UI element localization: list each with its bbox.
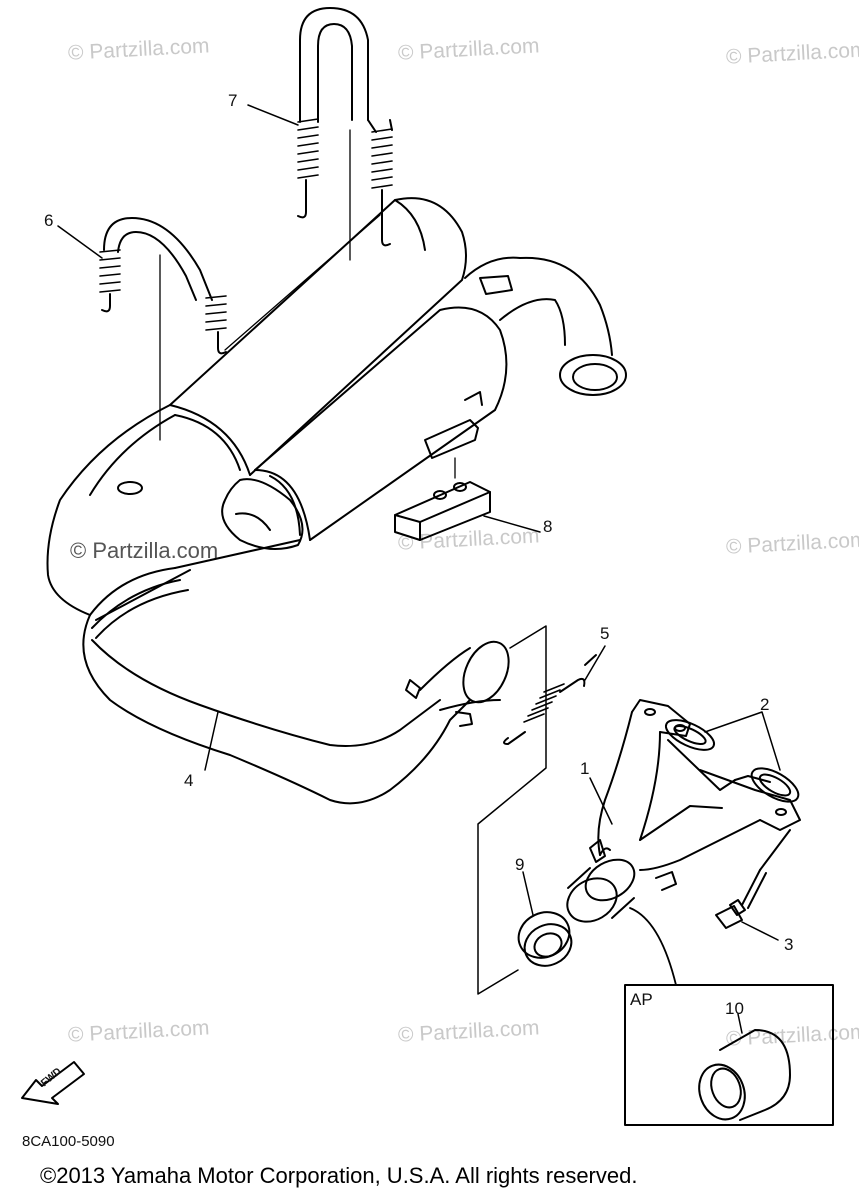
watermark: © Partzilla.com bbox=[70, 538, 219, 563]
callout-9: 9 bbox=[515, 855, 525, 874]
copyright-notice: ©2013 Yamaha Motor Corporation, U.S.A. A… bbox=[40, 1163, 638, 1188]
callout-4: 4 bbox=[184, 771, 194, 790]
callout-8: 8 bbox=[543, 517, 553, 536]
hanger-spring-6 bbox=[99, 217, 227, 355]
exhaust-pipe-1 bbox=[566, 699, 801, 923]
callout-6: 6 bbox=[44, 211, 54, 230]
diagram-code: 8CA100-5090 bbox=[22, 1133, 115, 1150]
cap-10 bbox=[698, 1029, 791, 1121]
gasket-2 bbox=[664, 719, 800, 803]
callout-1: 1 bbox=[580, 759, 590, 778]
bolt-3 bbox=[715, 829, 791, 929]
callout-2: 2 bbox=[760, 695, 770, 714]
hanger-spring-7 bbox=[297, 7, 393, 247]
muffler-4 bbox=[46, 197, 627, 805]
gasket-9 bbox=[517, 911, 573, 967]
callout-3: 3 bbox=[784, 935, 794, 954]
fwd-arrow-icon bbox=[21, 1061, 85, 1105]
callout-5: 5 bbox=[600, 624, 610, 643]
bracket-8 bbox=[394, 391, 491, 541]
callout-7: 7 bbox=[228, 91, 238, 110]
spring-5 bbox=[503, 654, 597, 745]
callout-10: 10 bbox=[725, 999, 744, 1018]
ap-label: AP bbox=[630, 990, 653, 1009]
